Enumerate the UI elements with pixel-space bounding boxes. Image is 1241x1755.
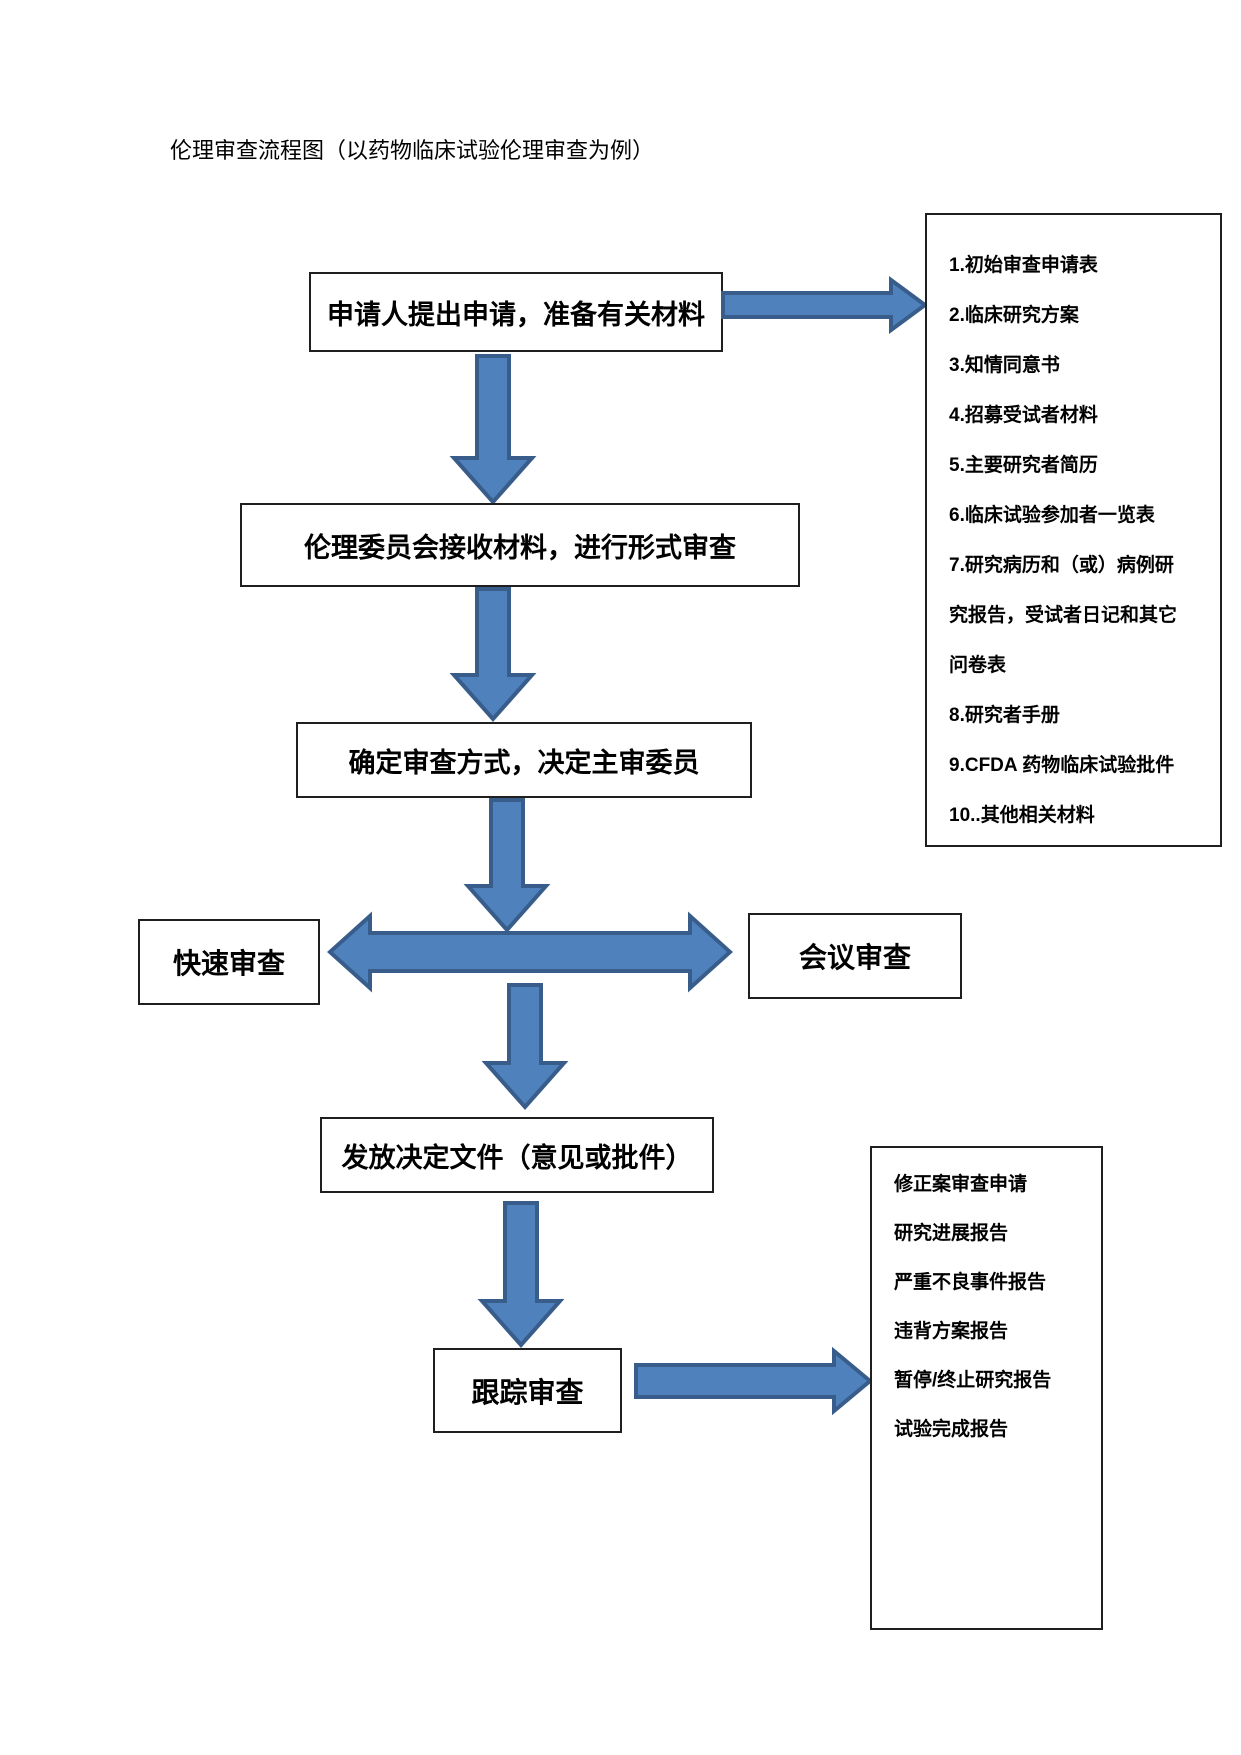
flow-box-fast-review: 快速审查 [138, 919, 320, 1005]
double-headed-arrow [327, 911, 733, 993]
double-arrow-shape [327, 911, 733, 993]
down-arrow-shape [463, 798, 551, 934]
right-arrow-shape [634, 1346, 874, 1416]
list-item: 研究进展报告 [894, 1223, 1009, 1244]
flow-box-track-review: 跟踪审查 [433, 1348, 622, 1433]
flow-box-receive-materials: 伦理委员会接收材料，进行形式审查 [240, 503, 800, 587]
materials-list: 1.初始审查申请表 2.临床研究方案 3.知情同意书 4.招募受试者材料 5.主要研究者… [949, 241, 1182, 841]
list-item: 2.临床研究方案 [949, 305, 1079, 326]
flow-box-issue-decision: 发放决定文件（意见或批件） [320, 1117, 714, 1193]
list-item: 10..其他相关材料 [949, 805, 1095, 826]
list-item: 4.招募受试者材料 [949, 405, 1098, 426]
down-arrow-shape [481, 983, 569, 1111]
down-arrow-5 [477, 1201, 565, 1349]
list-item: 3.知情同意书 [949, 355, 1060, 376]
list-item: 8.研究者手册 [949, 705, 1060, 726]
down-arrow-1 [449, 354, 537, 506]
right-arrow-shape [721, 276, 929, 334]
flow-box-review-method: 确定审查方式，决定主审委员 [296, 722, 752, 798]
followup-list-box: 修正案审查申请研究进展报告严重不良事件报告违背方案报告暂停/终止研究报告试验完成… [870, 1146, 1103, 1630]
down-arrow-4 [481, 983, 569, 1111]
list-item: 5.主要研究者简历 [949, 455, 1098, 476]
down-arrow-2 [449, 587, 537, 723]
down-arrow-3 [463, 798, 551, 934]
followup-list: 修正案审查申请研究进展报告严重不良事件报告违背方案报告暂停/终止研究报告试验完成… [894, 1160, 1093, 1454]
down-arrow-shape [449, 354, 537, 506]
list-item: 1.初始审查申请表 [949, 255, 1098, 276]
right-arrow-to-followup [634, 1346, 874, 1416]
list-item: 严重不良事件报告 [894, 1272, 1047, 1293]
materials-list-box: 1.初始审查申请表 2.临床研究方案 3.知情同意书 4.招募受试者材料 5.主要研究者… [925, 213, 1222, 847]
flow-box-application: 申请人提出申请，准备有关材料 [309, 272, 723, 352]
down-arrow-shape [477, 1201, 565, 1349]
list-item: 修正案审查申请 [894, 1174, 1028, 1195]
list-item: 6.临床试验参加者一览表 [949, 505, 1155, 526]
right-arrow-to-materials [721, 276, 929, 334]
list-item: 违背方案报告 [894, 1321, 1009, 1342]
list-item: 9.CFDA 药物临床试验批件 [949, 755, 1175, 776]
list-item: 暂停/终止研究报告 [894, 1370, 1052, 1391]
flow-box-meeting-review: 会议审查 [748, 913, 962, 999]
list-item: 试验完成报告 [894, 1419, 1009, 1440]
down-arrow-shape [449, 587, 537, 723]
page-title: 伦理审查流程图（以药物临床试验伦理审查为例） [170, 138, 655, 163]
list-item: 7.研究病历和（或）病例研究报告，受试者日记和其它问卷表 [949, 555, 1178, 676]
